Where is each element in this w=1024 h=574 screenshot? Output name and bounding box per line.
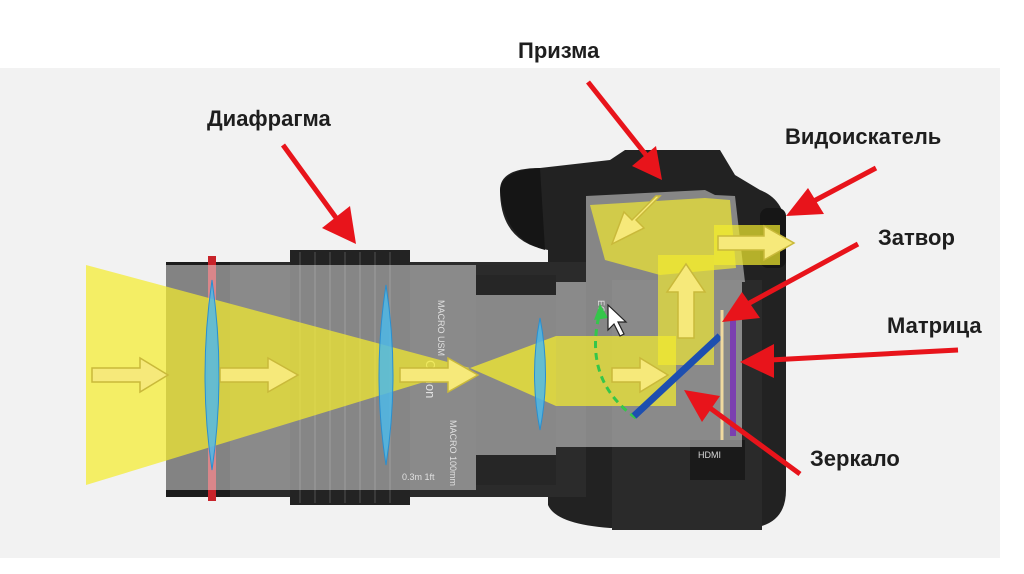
pointer-arrow-icon <box>740 344 959 378</box>
lens-elements <box>204 279 546 471</box>
arrow-up-icon <box>594 304 608 320</box>
arrow-right-icon <box>219 356 300 394</box>
diaphragm-label: Диафрагма <box>207 106 331 131</box>
hdmi-label: HDMI <box>698 450 721 460</box>
sensor-label: Матрица <box>887 313 982 338</box>
mirror <box>631 333 723 419</box>
pointer-arrows <box>280 80 959 477</box>
mirror-swing-path <box>594 311 637 420</box>
pointer-arrow-icon <box>786 165 878 216</box>
pointer-arrow-icon <box>280 143 356 244</box>
arrow-right-icon <box>717 224 796 262</box>
lens-element-1 <box>204 279 220 471</box>
lens-element-3 <box>534 317 546 431</box>
pointer-arrow-icon <box>586 80 662 180</box>
prism-label: Призма <box>518 38 600 63</box>
pointer-arrow-icon <box>684 390 802 477</box>
viewfinder-label: Видоискатель <box>785 124 942 149</box>
shutter-label: Затвор <box>878 225 955 250</box>
arrow-right-icon <box>611 356 670 394</box>
mirror-label: Зеркало <box>810 446 900 471</box>
lens-element-2 <box>378 284 394 466</box>
arrow-diagonal-icon <box>610 195 662 246</box>
mouse-cursor-icon <box>607 303 628 337</box>
arrow-right-icon <box>91 356 170 394</box>
arrow-right-icon <box>399 356 480 394</box>
pointer-arrow-icon <box>722 241 860 322</box>
arrow-up-icon <box>665 262 707 339</box>
